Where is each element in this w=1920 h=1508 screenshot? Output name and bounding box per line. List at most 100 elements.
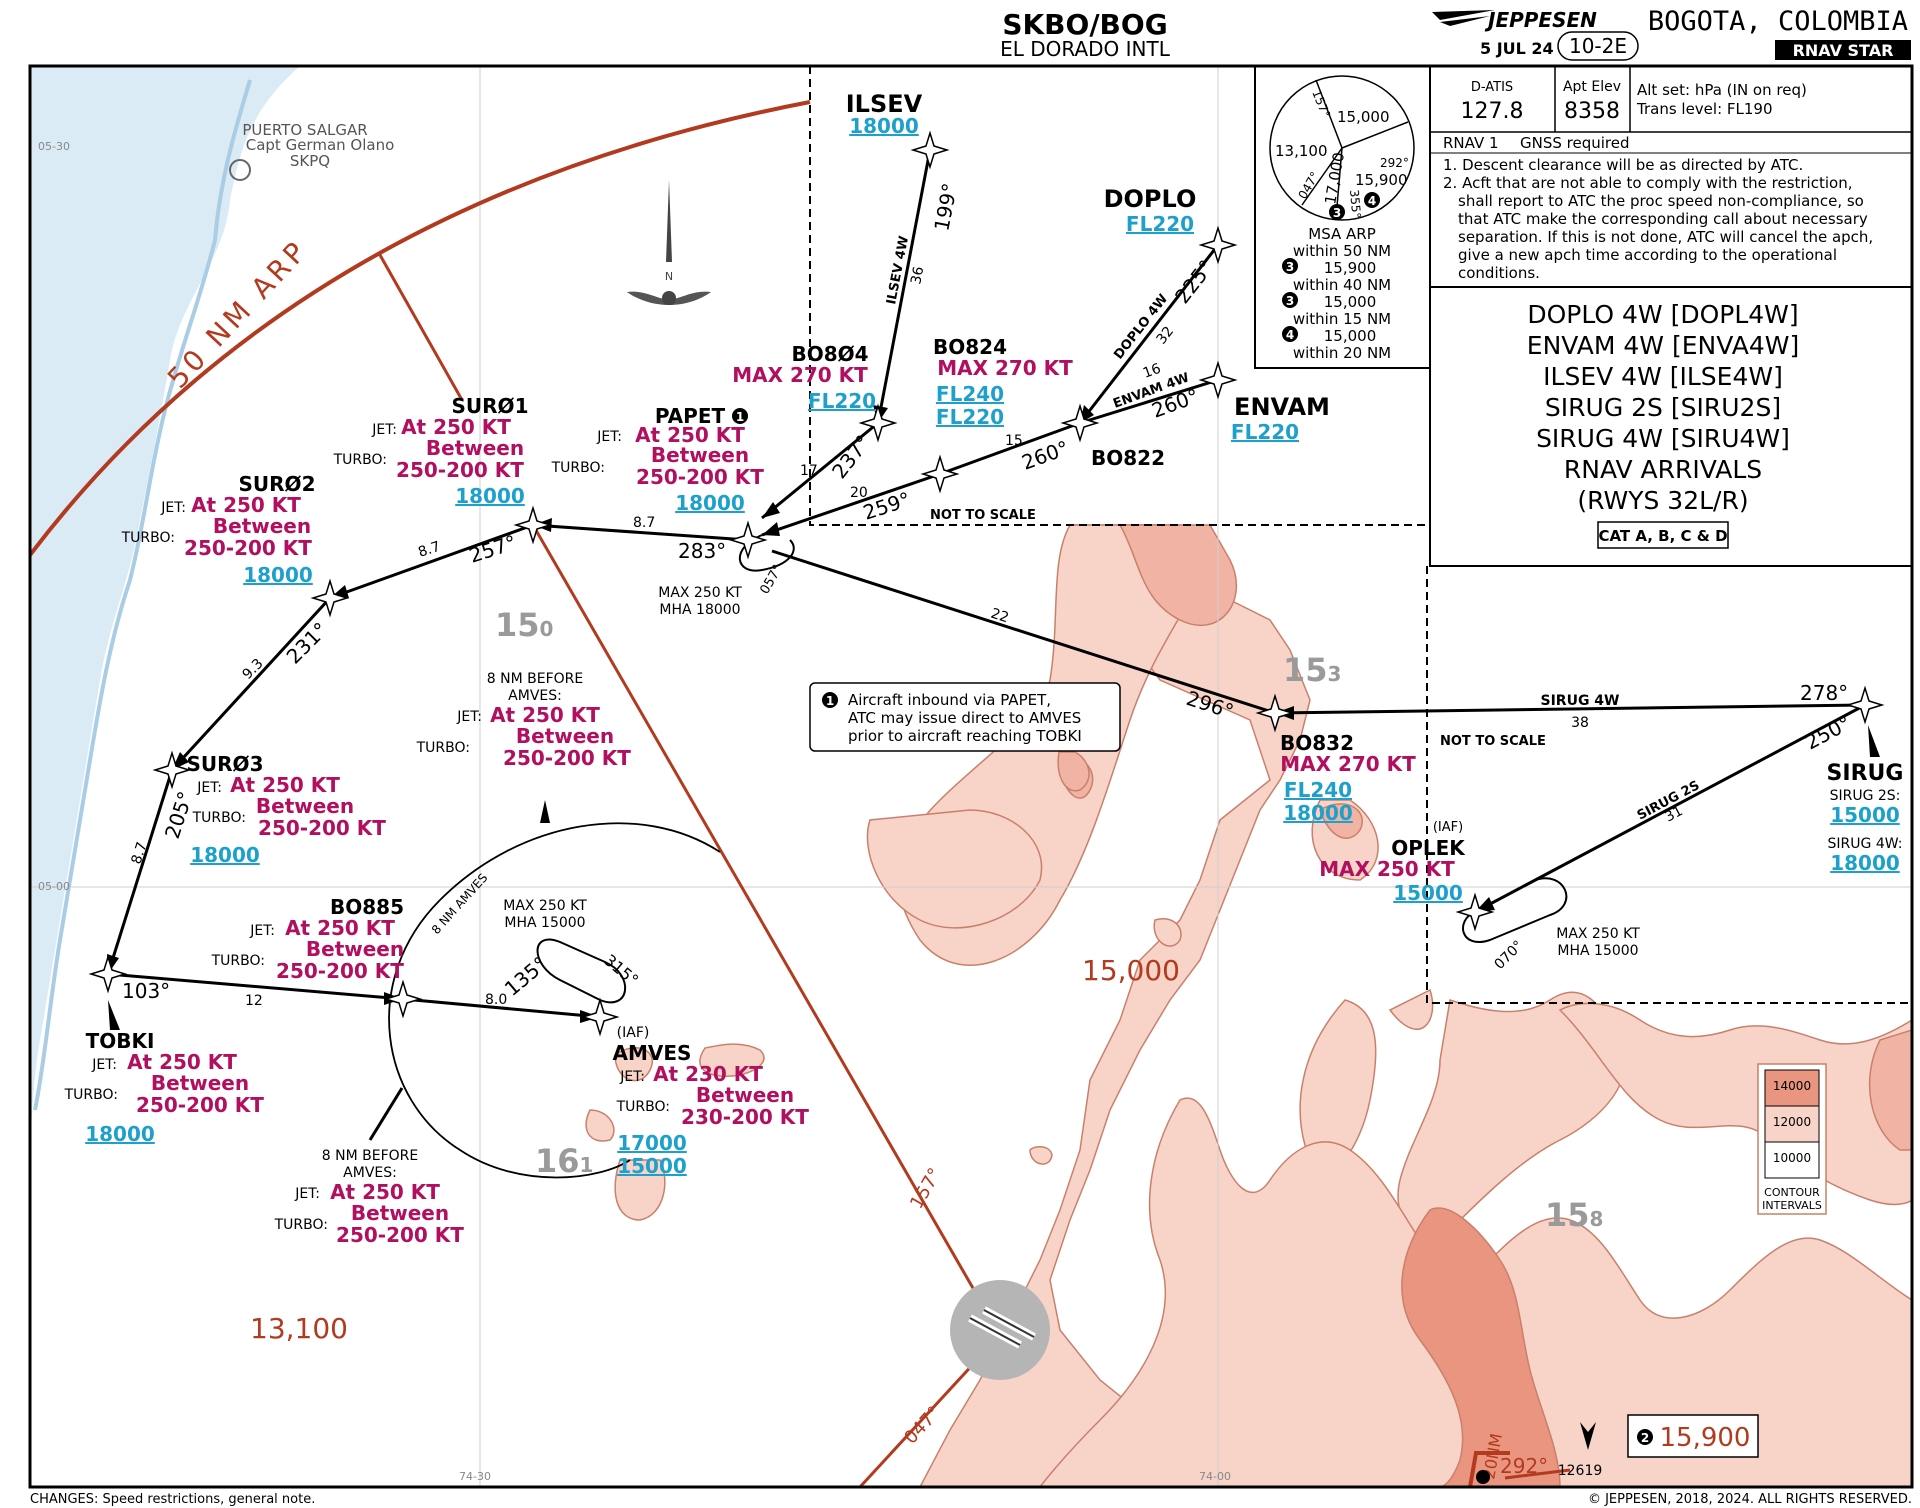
papet-holding [738, 534, 795, 572]
atis-frequency: 127.8 [1461, 99, 1524, 124]
arp-radial [378, 254, 464, 401]
river [30, 66, 300, 1487]
papet-hold-speed: MAX 250 KT [658, 585, 742, 601]
grid-mora-2: 153 [1283, 651, 1341, 689]
ilsev-name: ILSEV [846, 90, 923, 118]
svg-text:AMVES:: AMVES: [508, 688, 562, 704]
bottom-20nm-ring [1468, 1451, 1510, 1487]
category-box [1597, 521, 1729, 549]
svg-text:Between: Between [516, 724, 614, 748]
svg-text:35: 35 [11, 365, 25, 380]
procedure-7: (RWYS 32L/R) [1577, 486, 1748, 515]
note-2-l2: shall report to ATC the proc speed non-c… [1458, 192, 1864, 210]
lat-label-0500: 05-00 [38, 880, 70, 893]
north-arrow-icon: N [627, 180, 711, 305]
bo824-alt2: FL220 [936, 405, 1004, 429]
oplek-holding [1462, 877, 1568, 943]
lat-label-0530: 05-30 [38, 140, 70, 153]
amves-fix-icon [580, 997, 620, 1037]
chart-header: SKBO/BOG EL DORADO INTL JEPPESEN BOGOTA,… [1000, 6, 1911, 61]
bo832-alt2: 18000 [1283, 801, 1353, 825]
sur01-turbo-2: 250-200 KT [396, 458, 524, 482]
not-to-scale-right: NOT TO SCALE [1440, 734, 1546, 749]
svg-text:25: 25 [11, 613, 25, 628]
amves-turbo-1: Between [696, 1083, 794, 1107]
note-2-l6: conditions. [1458, 264, 1540, 282]
amves-turbo-2: 230-200 KT [681, 1105, 809, 1129]
procedure-2: ENVAM 4W [ENVA4W] [1527, 331, 1799, 360]
sur02-turbo-1: Between [213, 514, 311, 538]
envam-alt: FL220 [1231, 420, 1299, 444]
sur03-turbo-1: Between [256, 794, 354, 818]
amves-inbound-course: 135° [500, 951, 552, 1000]
copyright: © JEPPESEN, 2018, 2024. ALL RIGHTS RESER… [1588, 1492, 1912, 1507]
bo824-speed: MAX 270 KT [937, 356, 1073, 380]
bo885-jet-speed: At 250 KT [285, 916, 395, 940]
airport-name: EL DORADO INTL [1000, 37, 1171, 61]
amves-hold-speed: MAX 250 KT [503, 898, 587, 914]
radial-157-label: 157° [906, 1164, 946, 1212]
airport-name-1: PUERTO SALGAR [242, 121, 367, 139]
svg-text:20: 20 [11, 737, 25, 752]
obstacle-elevation: 12619 [1558, 1463, 1603, 1479]
svg-text:within 20 NM: within 20 NM [1293, 344, 1391, 362]
tobki-fix-icon [88, 954, 128, 994]
svg-text:JET:: JET: [294, 1186, 320, 1202]
sur03-fix-icon [152, 750, 192, 790]
sur03-leg-dist: 8.7 [129, 840, 151, 866]
arc-label: 8 NM AMVES [429, 871, 491, 937]
oplek-iaf: (IAF) [1433, 820, 1463, 835]
papet-leg-course: 283° [678, 539, 726, 563]
amves-name: AMVES [613, 1041, 692, 1065]
not-to-scale-top: NOT TO SCALE [930, 508, 1036, 523]
publisher-name: JEPPESEN [1484, 8, 1597, 32]
papet-hold-course: 057° [757, 562, 786, 597]
amves-8nm-arc [388, 822, 721, 1179]
bo885-turbo-label: TURBO: [211, 953, 265, 969]
svg-text:within 50 NM: within 50 NM [1293, 242, 1391, 260]
doplo-leg-dist: 32 [1154, 324, 1178, 348]
bo824-leg-course: 259° [860, 487, 913, 525]
sirug-4w-label: SIRUG 4W: [1828, 836, 1903, 852]
note-box-line1: Aircraft inbound via PAPET, [848, 691, 1051, 709]
papet-turbo-label: TURBO: [551, 460, 605, 476]
papet-note-mark-text: 1 [736, 410, 744, 424]
note-box-mark [822, 692, 838, 708]
sirug4w-leg-name: SIRUG 4W [1541, 693, 1620, 709]
sirug-2s-label: SIRUG 2S: [1830, 788, 1901, 804]
chart-type-box [1775, 40, 1911, 60]
bo885-turbo-1: Between [306, 937, 404, 961]
ilsev-leg-course: 199° [929, 181, 962, 233]
sur01-turbo-label: TURBO: [333, 452, 387, 468]
sur01-leg-course: 257° [466, 530, 519, 568]
svg-text:5: 5 [11, 1377, 25, 1385]
oplek-alt: 15000 [1393, 881, 1463, 905]
msa-panel: 157° 292° 047° 355° 15,000 13,100 15,900… [1254, 65, 1431, 369]
sirug2s-leg-course: 250° [1801, 711, 1855, 755]
msa-lines: within 50 NM 3 15,900 within 40 NM 3 15,… [1282, 242, 1391, 362]
svg-text:4: 4 [1368, 194, 1376, 208]
sur02-alt: 18000 [243, 563, 313, 587]
puerto-salgar-airport: PUERTO SALGAR Capt German Olano SKPQ [229, 121, 394, 181]
amves-outbound-course: 315° [600, 951, 642, 990]
bo832-alt1: FL240 [1284, 778, 1352, 802]
svg-text:8 NM BEFORE: 8 NM BEFORE [322, 1148, 418, 1164]
note-2-l3: that ATC make the corresponding call abo… [1458, 210, 1868, 228]
svg-text:15: 15 [11, 861, 25, 876]
radial-047-label: 047° [900, 1402, 945, 1448]
not-to-scale-box-top [809, 66, 1430, 526]
note-2-l4: separation. If this is not done, ATC wil… [1458, 228, 1873, 246]
svg-text:250-200 KT: 250-200 KT [336, 1223, 464, 1247]
arc-pointer-lower [368, 1087, 404, 1141]
atis-label: D-ATIS [1471, 80, 1513, 95]
msa-alt-2: 13,100 [1275, 142, 1328, 160]
procedure-1: DOPLO 4W [DOPL4W] [1527, 300, 1798, 329]
runway-157-radial [531, 524, 1002, 1336]
arc-note-upper: 8 NM BEFORE AMVES: JET: At 250 KT TURBO:… [416, 671, 632, 770]
papet-alt: 18000 [675, 491, 745, 515]
sur02-jet-label: JET: [160, 500, 186, 516]
bo804-leg-course: 237° [827, 430, 876, 483]
sur01-jet-label: JET: [371, 422, 397, 438]
doplo-alt: FL220 [1126, 212, 1194, 236]
envam-leg-dist: 16 [1141, 361, 1163, 382]
